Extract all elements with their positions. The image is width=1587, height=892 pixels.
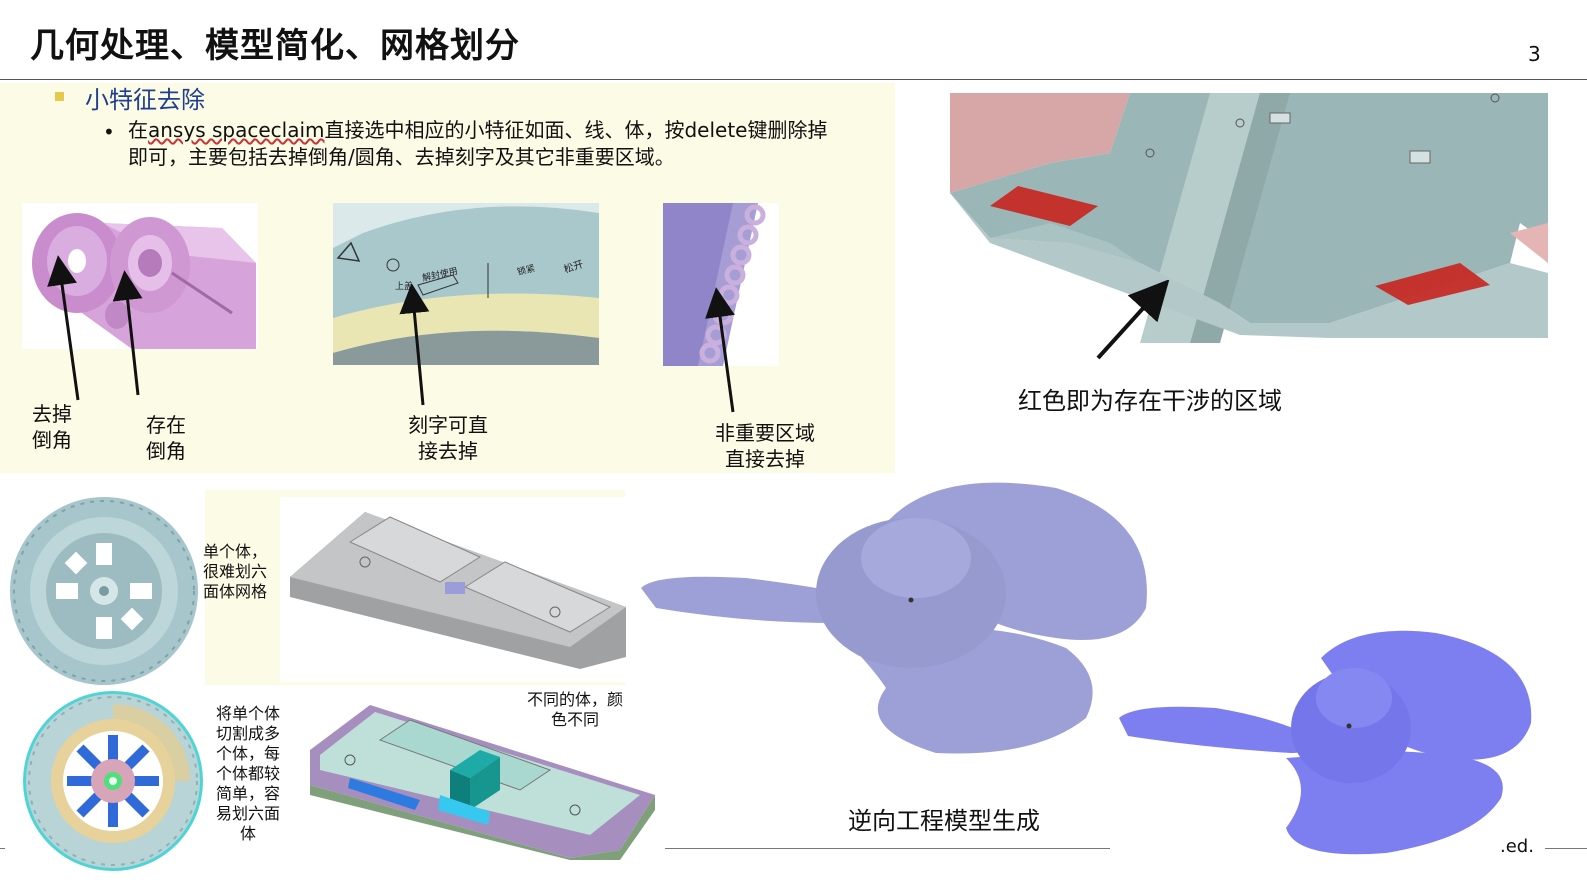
label-remove-fillet: 去掉 倒角 — [22, 401, 82, 453]
header-divider — [0, 79, 1587, 80]
paragraph-text-c: 即可，主要包括去掉倒角/圆角、去掉刻字及其它非重要区域。 — [128, 145, 675, 169]
label-single-body-line2: 很难划六 — [203, 562, 268, 581]
label-has-fillet-line1: 存在 — [146, 413, 186, 437]
propeller-mesh-image — [641, 482, 1147, 754]
propeller-smooth-image — [1119, 630, 1532, 855]
tire-single-body-image — [10, 497, 198, 685]
label-nonkey-line2: 直接去掉 — [725, 447, 805, 471]
annotation-arrows — [47, 255, 735, 413]
label-diff-body: 不同的体，颜 色不同 — [520, 690, 630, 730]
paragraph-text-b: 直接选中相应的小特征如面、线、体，按delete键删除掉 — [324, 118, 828, 142]
label-interference: 红色即为存在干涉的区域 — [1018, 387, 1282, 415]
tray-split-body-image — [290, 700, 660, 860]
fillet-part-image — [22, 203, 258, 349]
interference-arrow — [1096, 280, 1170, 360]
label-split-line3: 个体，每 — [215, 744, 280, 763]
paragraph-product-name: ansys spaceclaim — [148, 118, 325, 142]
engraving-part-image: 解封使用 上盖 锁紧 松开 — [333, 203, 599, 365]
section-heading: 小特征去除 — [85, 86, 205, 114]
page-number: 3 — [1528, 42, 1541, 66]
tire-split-body-image — [23, 691, 203, 871]
section-paragraph: 在ansys spaceclaim直接选中相应的小特征如面、线、体，按delet… — [128, 117, 888, 171]
interference-image — [950, 93, 1548, 343]
page-title: 几何处理、模型简化、网格划分 — [30, 26, 520, 66]
nonkey-region-image — [663, 203, 779, 366]
label-remove-fillet-line2: 倒角 — [32, 428, 72, 452]
footer-line-mid — [665, 848, 1110, 849]
label-engrave: 刻字可直 接去掉 — [388, 412, 508, 464]
label-diff-body-line1: 不同的体，颜 — [526, 690, 623, 709]
label-split-line7: 体 — [239, 824, 256, 843]
label-nonkey: 非重要区域 直接去掉 — [700, 420, 830, 472]
footer-line-left — [0, 848, 5, 849]
label-nonkey-line1: 非重要区域 — [715, 421, 815, 445]
footer-fragment: .ed. — [1500, 836, 1534, 857]
footer-line-right — [1545, 848, 1587, 849]
section-bullet-icon — [55, 92, 64, 101]
tray-single-body-image — [280, 497, 626, 682]
label-single-body: 单个体， 很难划六 面体网格 — [203, 542, 267, 602]
paragraph-bullet-icon: • — [103, 120, 115, 144]
label-split-line2: 切割成多 — [215, 724, 280, 743]
label-diff-body-line2: 色不同 — [550, 710, 599, 729]
label-split-line1: 将单个体 — [215, 704, 280, 723]
label-split: 将单个体 切割成多 个体，每 个体都较 简单，容 易划六面 体 — [208, 704, 288, 844]
label-remove-fillet-line1: 去掉 — [32, 402, 72, 426]
label-single-body-line3: 面体网格 — [203, 582, 268, 601]
label-split-line4: 个体都较 — [215, 764, 280, 783]
label-reverse-engineering: 逆向工程模型生成 — [848, 807, 1040, 835]
label-single-body-line1: 单个体， — [203, 542, 268, 561]
paragraph-text-a: 在 — [128, 118, 148, 142]
label-split-line5: 简单，容 — [215, 784, 280, 803]
label-has-fillet-line2: 倒角 — [146, 439, 186, 463]
label-has-fillet: 存在 倒角 — [136, 412, 196, 464]
label-engrave-line1: 刻字可直 — [408, 413, 488, 437]
label-split-line6: 易划六面 — [215, 804, 280, 823]
label-engrave-line2: 接去掉 — [418, 439, 478, 463]
